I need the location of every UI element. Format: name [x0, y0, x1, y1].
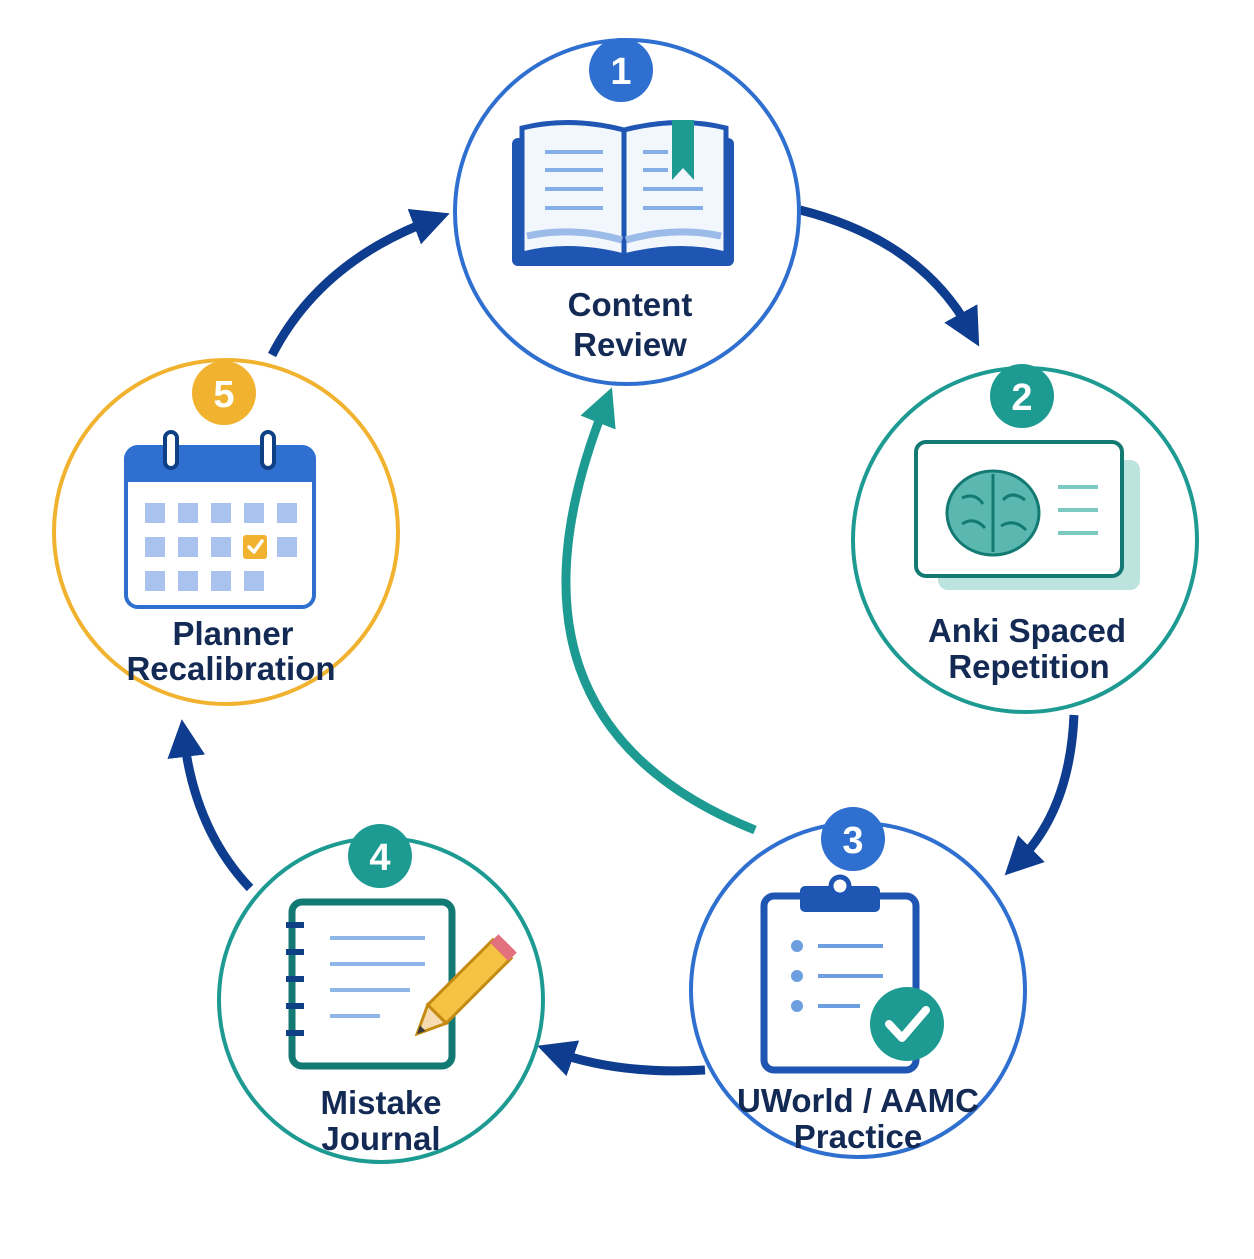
- step-mistake-journal: 4 Mistake Journal: [217, 824, 545, 1164]
- arrow-3-to-4: [537, 1040, 706, 1077]
- arrow-1-to-2: [798, 205, 980, 347]
- step-number-badge: [821, 807, 885, 871]
- step-label-line2: Recalibration: [126, 650, 335, 687]
- step-number: 3: [842, 820, 863, 862]
- arrow-3-to-1-feedback: [561, 387, 757, 835]
- step-number-badge: [990, 364, 1054, 428]
- step-label-line2: Review: [573, 326, 687, 363]
- step-number: 1: [610, 51, 631, 93]
- step-number: 2: [1011, 377, 1032, 419]
- step-number-badge: [348, 824, 412, 888]
- step-number-badge: [589, 38, 653, 102]
- step-label-line2: Journal: [321, 1120, 440, 1157]
- step-number-badge: [192, 361, 256, 425]
- step-label-line2: Repetition: [948, 648, 1109, 685]
- step-label-line1: UWorld / AAMC: [737, 1082, 979, 1119]
- step-uworld-aamc-practice: 3 UWorld / AAMC Practice: [689, 807, 1027, 1159]
- arrow-5-to-1: [268, 208, 450, 358]
- arrow-2-to-3: [1004, 714, 1079, 876]
- clipboard-check-icon: [760, 874, 944, 1074]
- step-label-line1: Mistake: [320, 1084, 441, 1121]
- brain-flashcard-icon: [914, 440, 1140, 590]
- step-content-review: 1 Content Review: [453, 38, 801, 386]
- step-label-line1: Content: [568, 286, 693, 323]
- step-planner-recalibration: 5 Planner Recalibration: [52, 358, 400, 706]
- step-label-line1: Planner: [172, 615, 293, 652]
- step-number: 4: [369, 837, 390, 879]
- arrow-4-to-5: [167, 719, 254, 892]
- step-label-line2: Practice: [794, 1118, 922, 1155]
- step-number: 5: [213, 374, 234, 416]
- open-book-icon: [512, 119, 734, 266]
- step-label-line1: Anki Spaced: [928, 612, 1126, 649]
- notebook-pencil-icon: [286, 898, 517, 1070]
- calendar-icon: [124, 430, 316, 609]
- step-anki-spaced-repetition: 2 Anki Spaced Repetition: [851, 364, 1199, 714]
